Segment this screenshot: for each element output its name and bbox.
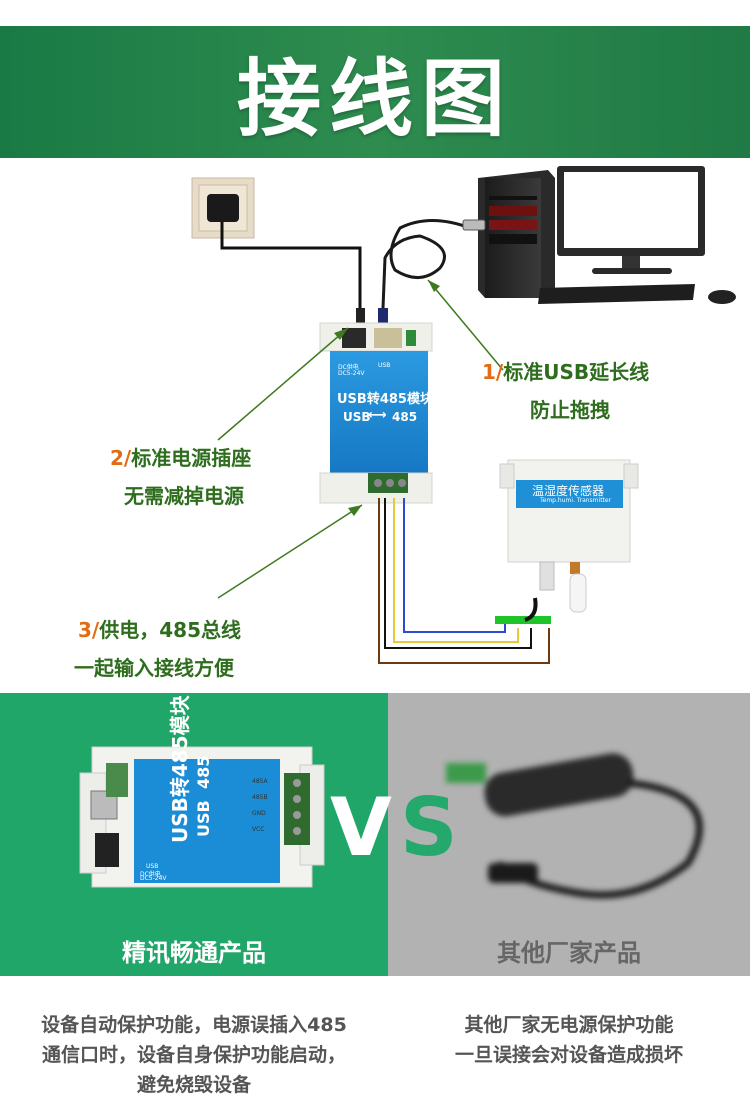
- our-product-panel: USB转485模块 USB 485 485A 485B GND VCC USB …: [0, 693, 388, 976]
- module-port-dc-label: DC供电: [338, 364, 359, 371]
- monitor-icon: [557, 166, 705, 274]
- bidirectional-arrow-icon: ⟷: [368, 408, 387, 423]
- module-usb-label: USB: [343, 410, 371, 424]
- our-note-line1: 设备自动保护功能，电源误插入485: [41, 1014, 347, 1036]
- callout-2-text: 标准电源插座: [131, 446, 252, 470]
- sensor-title: 温湿度传感器: [532, 484, 605, 498]
- module-port-dc-voltage: DC5-24V: [338, 370, 365, 377]
- our-note-line3: 避免烧毁设备: [136, 1074, 251, 1096]
- our-module-port-dc: DC供电: [140, 871, 161, 878]
- callout-2-number: 2/: [110, 446, 132, 470]
- callout-1-line2: 防止拖拽: [530, 398, 610, 422]
- callout-3-line1: 3/供电，485总线: [78, 614, 241, 643]
- our-product-notes: 设备自动保护功能，电源误插入485 通信口时，设备自身保护功能启动， 避免烧毁设…: [0, 1010, 388, 1100]
- terminal-label-vcc: VCC: [252, 826, 265, 833]
- arrow-1: [427, 279, 504, 371]
- terminal-label-gnd: GND: [252, 810, 266, 817]
- callout-1-number: 1/: [482, 360, 504, 384]
- mouse-icon: [708, 290, 736, 304]
- callout-2-line2: 无需减掉电源: [124, 484, 244, 508]
- callout-3-line2: 一起输入接线方便: [74, 656, 234, 680]
- terminal-label-485a: 485A: [252, 778, 268, 785]
- our-module-485: 485: [194, 755, 213, 789]
- callout-2-line1: 2/标准电源插座: [110, 442, 251, 471]
- terminal-label-485b: 485B: [252, 794, 268, 801]
- module-485-label: 485: [392, 410, 418, 424]
- other-product-caption: 其他厂家产品: [497, 939, 641, 967]
- our-module-title: USB转485模块: [168, 695, 192, 843]
- vs-letter-v: V: [330, 781, 392, 874]
- other-product-panel: 其他厂家产品: [388, 693, 750, 976]
- wiring-diagram: USB转485模块 USB 485 ⟷ DC供电 DC5-24V USB 温湿度…: [0, 158, 750, 693]
- other-note-line1: 其他厂家无电源保护功能: [464, 1014, 674, 1036]
- other-product-blurred-image: [446, 753, 703, 899]
- header-banner: 接线图: [0, 26, 750, 158]
- callout-3-number: 3/: [78, 618, 100, 642]
- arrow-2: [217, 327, 349, 441]
- callout-1-text: 标准USB延长线: [503, 360, 650, 384]
- our-module-port-usb: USB: [146, 863, 159, 870]
- our-module-port-dc-voltage: DC5-24V: [140, 875, 167, 882]
- our-module-image: [79, 746, 325, 888]
- keyboard-icon: [538, 284, 695, 304]
- our-note-line2: 通信口时，设备自身保护功能启动，: [41, 1044, 346, 1066]
- our-product-caption: 精讯畅通产品: [122, 939, 266, 967]
- module-title: USB转485模块: [337, 392, 433, 407]
- module-port-usb-label: USB: [378, 362, 391, 369]
- vs-letter-s: S: [400, 781, 458, 874]
- temp-humidity-sensor: [499, 459, 639, 613]
- pc-tower-icon: [478, 170, 555, 298]
- sensor-subtitle: Temp.humi. Transmitter: [540, 497, 612, 504]
- callout-3-text: 供电，485总线: [99, 618, 241, 642]
- arrow-3: [217, 504, 363, 599]
- page-title: 接线图: [236, 49, 513, 148]
- wiring-illustration: [191, 166, 736, 664]
- other-note-line2: 一旦误接会对设备造成损坏: [454, 1044, 683, 1066]
- comparison-section: USB转485模块 USB 485 485A 485B GND VCC USB …: [0, 693, 750, 976]
- other-product-notes: 其他厂家无电源保护功能 一旦误接会对设备造成损坏: [388, 1010, 750, 1070]
- our-module-usb: USB: [194, 800, 213, 837]
- callout-1-line1: 1/标准USB延长线: [482, 356, 649, 385]
- usb485-module: [319, 322, 433, 504]
